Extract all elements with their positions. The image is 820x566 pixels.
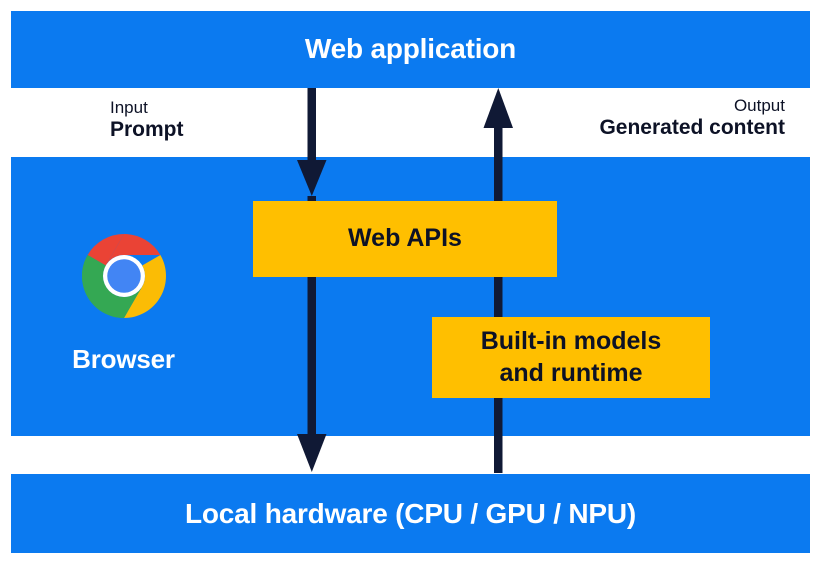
input-kicker: Input [110, 98, 148, 117]
output-arrow-up [483, 88, 513, 128]
box-built-in-models-line2: and runtime [499, 358, 643, 387]
box-built-in-models-label: Built-in models and runtime [481, 326, 662, 389]
browser-block: Browser [46, 232, 201, 375]
box-web-apis[interactable]: Web APIs [253, 201, 557, 277]
box-built-in-models[interactable]: Built-in models and runtime [432, 317, 710, 398]
output-value: Generated content [599, 116, 785, 140]
input-value: Prompt [110, 118, 184, 142]
input-label-group: Input Prompt [110, 98, 184, 143]
box-built-in-models-line1: Built-in models [480, 327, 662, 356]
input-arrow-down-bottom [297, 434, 327, 472]
output-label-group: Output Generated content [599, 96, 785, 141]
band-local-hardware-label: Local hardware (CPU / GPU / NPU) [184, 498, 637, 529]
output-kicker: Output [733, 96, 785, 115]
box-web-apis-label: Web APIs [348, 224, 462, 253]
band-web-application-label: Web application [304, 33, 517, 64]
chrome-logo-icon [81, 234, 166, 318]
browser-label: Browser [72, 344, 175, 374]
band-web-application: Web application [11, 11, 810, 88]
band-local-hardware: Local hardware (CPU / GPU / NPU) [11, 474, 810, 553]
